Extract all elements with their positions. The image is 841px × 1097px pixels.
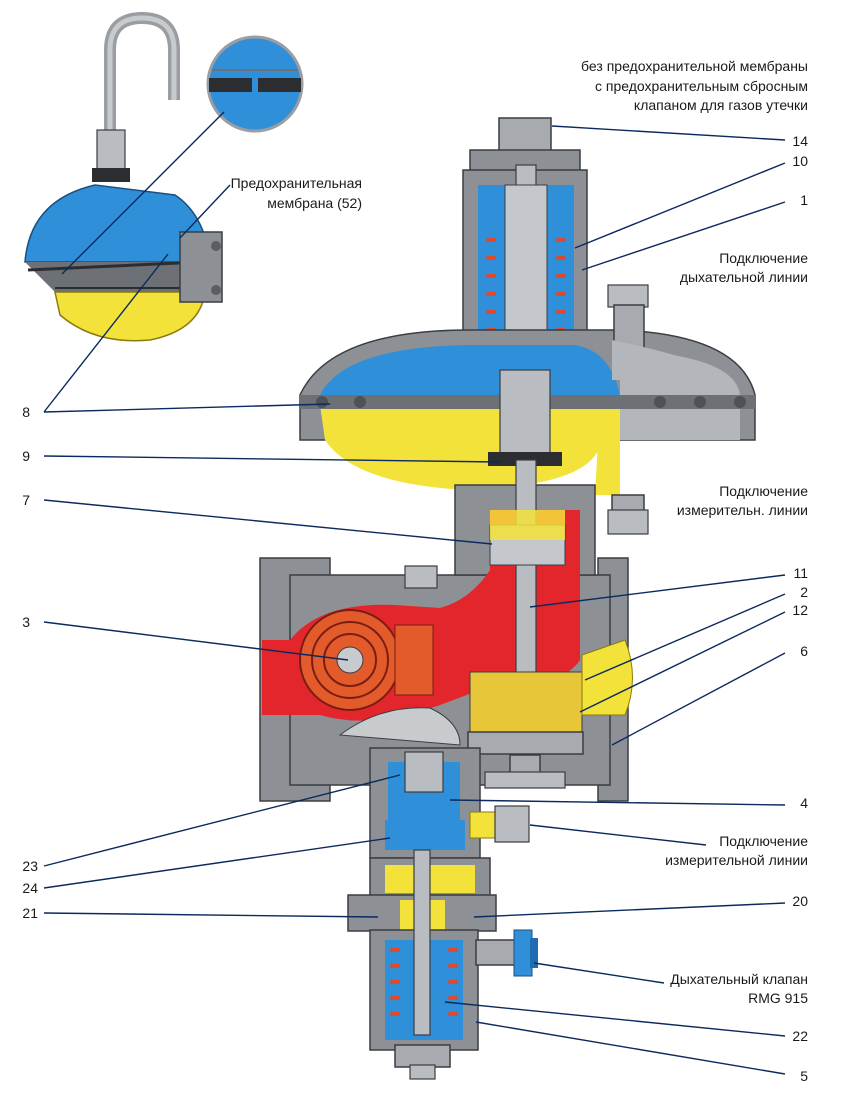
leader-lines (43, 111, 786, 1075)
label-safety-membrane-2: мембрана (52) (267, 195, 362, 211)
inset-safety-membrane (27, 260, 201, 272)
title-note-line-1: без предохранительной мембраны (581, 58, 808, 74)
callout-10: 10 (792, 153, 808, 169)
label-measuring-line-bottom-2: измерительной линии (665, 852, 808, 868)
outlet-basket (469, 671, 583, 735)
safety-valve-assembly (338, 707, 497, 1080)
label-breathing-line-1: Подключение (719, 250, 808, 266)
callout-24: 24 (22, 880, 38, 896)
valve-body (259, 459, 633, 802)
upper-chamber-yellow (490, 510, 565, 540)
callout-12: 12 (792, 602, 808, 618)
callout-2: 2 (800, 584, 808, 600)
measuring-line-port-top[interactable] (607, 494, 649, 535)
callout-11: 11 (793, 565, 808, 581)
breather-valve[interactable] (475, 929, 538, 977)
breathing-line-port[interactable] (607, 284, 690, 380)
inset-lower-chamber (54, 291, 206, 342)
callout-5: 5 (800, 1068, 808, 1084)
label-measuring-line-top-1: Подключение (719, 483, 808, 499)
impulse-tube (104, 11, 180, 135)
callout-6: 6 (800, 643, 808, 659)
callout-22: 22 (792, 1028, 808, 1044)
outlet-gas-path (581, 639, 633, 716)
title-note-line-2: с предохранительным сбросным (595, 78, 808, 94)
callout-3: 3 (22, 614, 30, 630)
working-chamber (320, 405, 600, 490)
title-note: без предохранительной мембраны с предохр… (581, 58, 808, 113)
callout-8: 8 (22, 404, 30, 420)
label-breather-valve-2: RMG 915 (748, 990, 808, 1006)
detail-inset (24, 11, 304, 342)
label-breathing-line-2: дыхательной линии (680, 269, 808, 285)
callout-9: 9 (22, 448, 30, 464)
callout-14: 14 (792, 133, 808, 149)
callout-21: 21 (22, 905, 38, 921)
safety-spring (390, 948, 458, 1016)
callout-20: 20 (792, 893, 808, 909)
callout-7: 7 (22, 492, 30, 508)
label-measuring-line-top-2: измерительн. линии (677, 502, 808, 518)
label-breather-valve-1: Дыхательный клапан (670, 971, 808, 987)
measuring-line-port-bottom[interactable] (469, 805, 530, 843)
callout-23: 23 (22, 858, 38, 874)
callout-4: 4 (800, 795, 808, 811)
title-note-line-3: клапаном для газов утечки (634, 97, 808, 113)
callout-1: 1 (800, 192, 808, 208)
label-safety-membrane-1: Предохранительная (231, 175, 362, 191)
label-measuring-line-bottom-1: Подключение (719, 833, 808, 849)
tube-fitting (96, 129, 126, 171)
callout-numbers: 14 10 1 8 9 7 11 2 12 3 6 4 23 24 21 20 … (22, 133, 808, 1084)
